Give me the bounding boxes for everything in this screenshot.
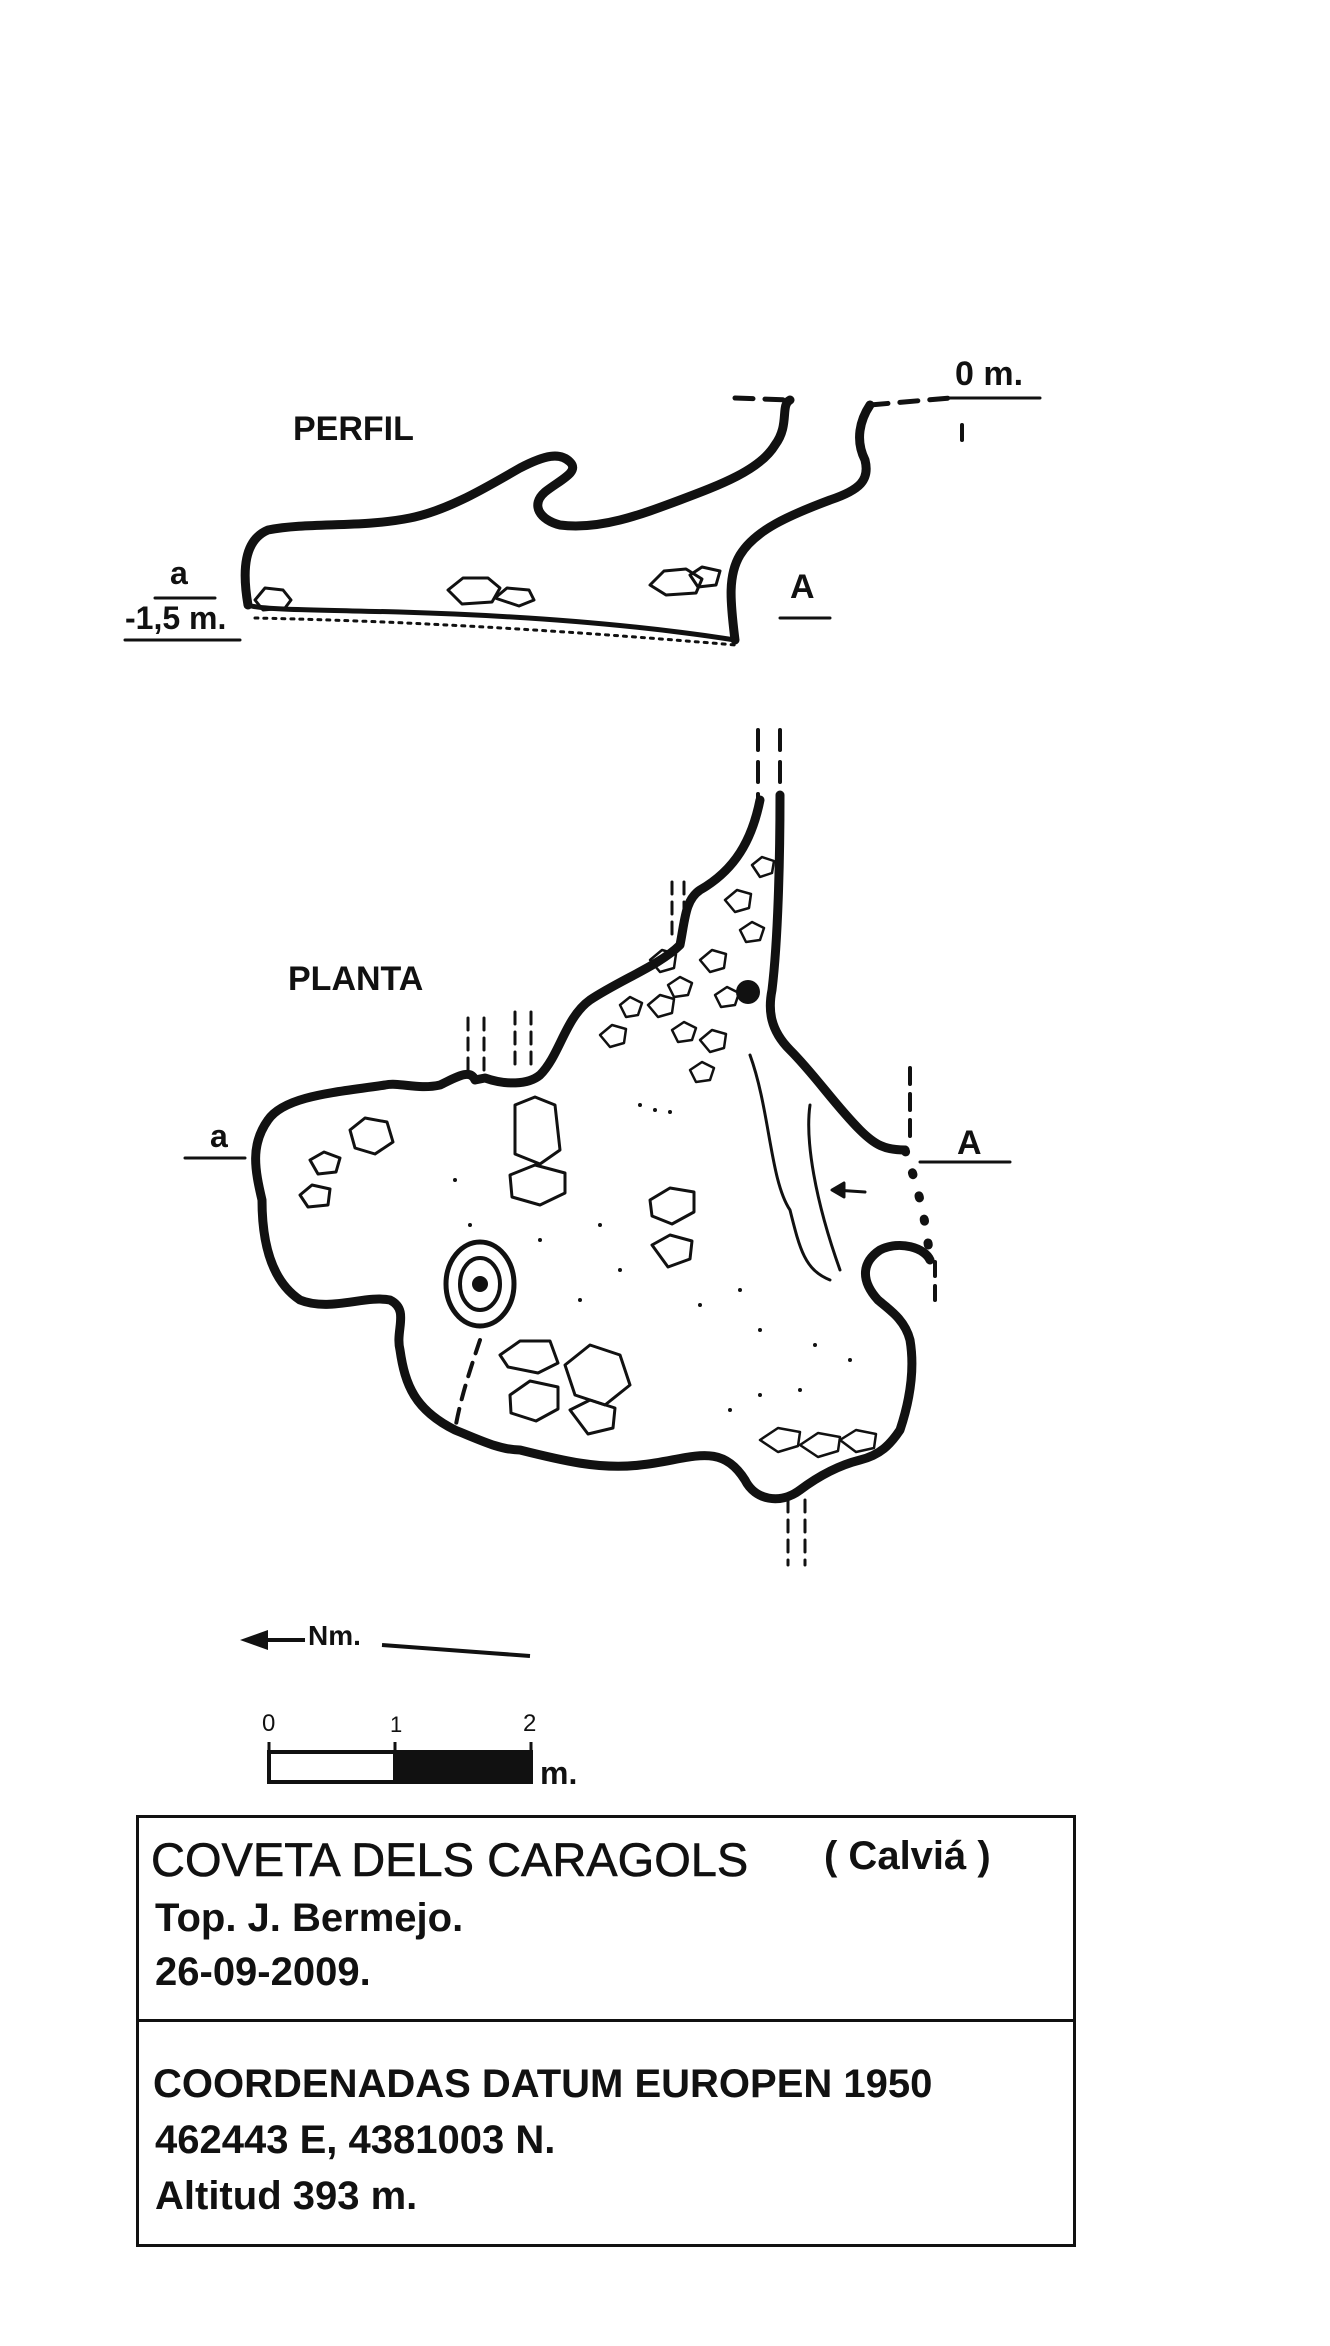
cave-municipality: ( Calviá ) bbox=[824, 1834, 991, 1878]
profile-block bbox=[446, 576, 502, 606]
north-arrow bbox=[240, 1630, 531, 1658]
profile-outline bbox=[240, 395, 795, 610]
title-block-header: COVETA DELS CARAGOLS ( Calviá ) Top. J. … bbox=[139, 1818, 1073, 2022]
profile-section-a-label: a bbox=[170, 555, 188, 591]
profile-entrance-dash-left bbox=[732, 395, 793, 403]
profile-floor-dots bbox=[253, 616, 737, 647]
cave-name: COVETA DELS CARAGOLS bbox=[151, 1833, 749, 1887]
plan-block bbox=[508, 1163, 567, 1207]
plan-block bbox=[568, 1398, 617, 1436]
profile-block bbox=[253, 586, 293, 612]
scale-tick-label-1: 1 bbox=[390, 1712, 403, 1737]
north-arrow-tail bbox=[381, 1643, 531, 1658]
coords-value: 462443 E, 4381003 N. bbox=[155, 2118, 556, 2162]
north-arrowhead bbox=[240, 1630, 268, 1650]
survey-date: 26-09-2009. bbox=[155, 1950, 371, 1994]
plan-sediment-dots bbox=[453, 1103, 852, 1412]
plan-block bbox=[498, 1339, 560, 1375]
scale-bar bbox=[267, 1742, 533, 1784]
plan-flow-arrowhead bbox=[830, 1181, 846, 1199]
plan-inner-line bbox=[807, 1103, 842, 1272]
scale-bar-black-segment bbox=[393, 1750, 533, 1784]
profile-block bbox=[648, 567, 704, 597]
plan-outline-right bbox=[765, 790, 910, 1155]
scale-tick-label-2: 2 bbox=[523, 1710, 537, 1737]
plan-block bbox=[308, 1150, 342, 1176]
plan-section-a-label: a bbox=[210, 1118, 228, 1154]
profile-block bbox=[688, 565, 722, 589]
scale-unit-label: m. bbox=[540, 1755, 578, 1791]
profile-outline-right bbox=[726, 400, 875, 645]
plan-block bbox=[648, 1186, 696, 1226]
title-block: COVETA DELS CARAGOLS ( Calviá ) Top. J. … bbox=[136, 1815, 1076, 2247]
scale-tick-label-0: 0 bbox=[262, 1710, 276, 1737]
plan-block bbox=[348, 1116, 395, 1156]
north-label: Nm. bbox=[308, 1620, 361, 1651]
plan-title: PLANTA bbox=[288, 960, 424, 998]
profile-section bbox=[123, 395, 1042, 647]
profile-block bbox=[493, 586, 536, 608]
plan-inner-line bbox=[748, 1053, 832, 1282]
profile-depth-bottom-label: -1,5 m. bbox=[125, 600, 227, 636]
altitude-value: Altitud 393 m. bbox=[155, 2174, 418, 2218]
plan-block bbox=[513, 1095, 562, 1166]
plan-black-block bbox=[736, 980, 760, 1004]
plan-concentric-feature-inner bbox=[458, 1256, 502, 1312]
title-block-coordinates: COORDENADAS DATUM EUROPEN 1950 462443 E,… bbox=[139, 2022, 1073, 2247]
profile-title: PERFIL bbox=[293, 410, 414, 448]
plan-block bbox=[298, 1183, 332, 1209]
profile-section-A-label: A bbox=[790, 568, 815, 606]
scale-bar-white-segment bbox=[267, 1750, 397, 1784]
plan-breakdown-cluster bbox=[598, 855, 878, 1459]
plan-section-A-label: A bbox=[957, 1124, 982, 1162]
plan-block bbox=[650, 1233, 694, 1269]
plan-dotted-wall bbox=[900, 1145, 935, 1265]
survey-author: Top. J. Bermejo. bbox=[155, 1896, 464, 1940]
plan-concentric-feature-core bbox=[472, 1276, 488, 1292]
plan-outline bbox=[251, 795, 935, 1504]
profile-entrance-dash-right bbox=[867, 395, 953, 408]
profile-depth-top-label: 0 m. bbox=[955, 355, 1024, 393]
profile-floor bbox=[245, 602, 738, 643]
plan-concentric-feature bbox=[443, 1239, 517, 1329]
plan-dashed-wall bbox=[453, 1338, 482, 1432]
plan-block bbox=[563, 1343, 632, 1407]
coords-title: COORDENADAS DATUM EUROPEN 1950 bbox=[153, 2062, 933, 2106]
plan-block bbox=[508, 1379, 560, 1423]
plan-section bbox=[183, 728, 1012, 1567]
